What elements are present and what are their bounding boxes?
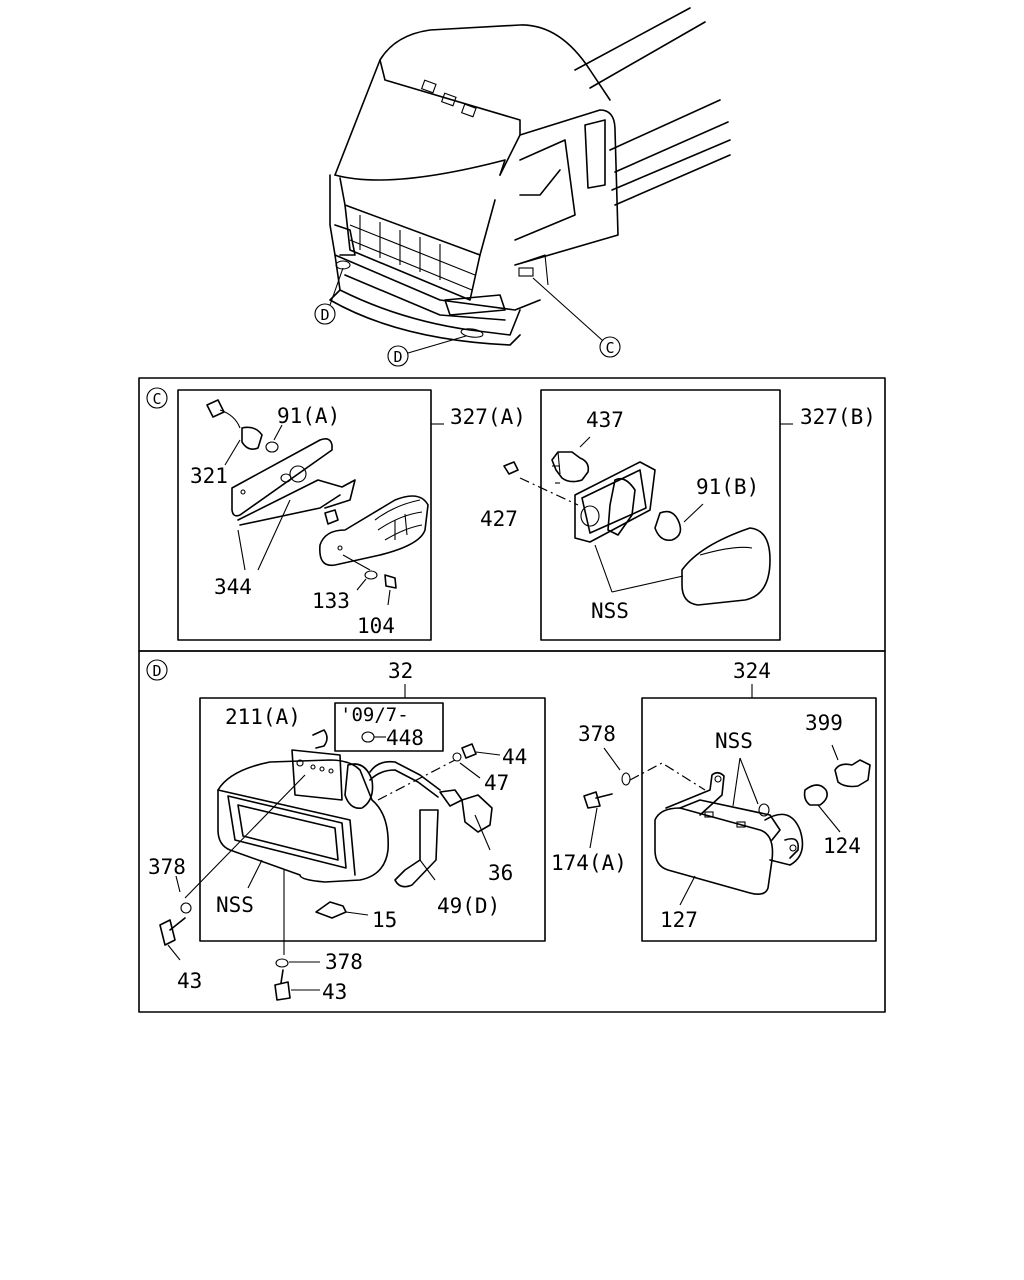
fog-lamp-right-illustration bbox=[583, 744, 871, 906]
label-378-bottom: 378 bbox=[325, 950, 363, 974]
fog-lamp-left-illustration bbox=[159, 729, 501, 1001]
truck-overview-illustration bbox=[329, 7, 731, 354]
label-327b: 327(B) bbox=[800, 405, 876, 429]
label-124: 124 bbox=[823, 834, 861, 858]
label-44: 44 bbox=[502, 745, 527, 769]
label-nss-d-right: NSS bbox=[715, 729, 753, 753]
label-32: 32 bbox=[388, 659, 413, 683]
label-211a: 211(A) bbox=[225, 705, 301, 729]
fog-lamp-right-box bbox=[641, 697, 877, 942]
label-437: 437 bbox=[586, 408, 624, 432]
callout-c-side: C bbox=[605, 339, 614, 357]
section-c-callout: C bbox=[152, 390, 161, 408]
label-47: 47 bbox=[484, 771, 509, 795]
side-turn-lamp-b-illustration bbox=[503, 436, 771, 606]
label-133: 133 bbox=[312, 589, 350, 613]
label-399: 399 bbox=[805, 711, 843, 735]
fog-lamp-left-box bbox=[199, 697, 546, 942]
label-378-right: 378 bbox=[578, 722, 616, 746]
label-324: 324 bbox=[733, 659, 771, 683]
label-378-left: 378 bbox=[148, 855, 186, 879]
date-note: '09/7- bbox=[340, 704, 409, 726]
label-127: 127 bbox=[660, 908, 698, 932]
label-427: 427 bbox=[480, 507, 518, 531]
callout-d-front: D bbox=[393, 348, 402, 366]
label-91b: 91(B) bbox=[696, 475, 759, 499]
callout-d-front-left: D bbox=[320, 306, 329, 324]
section-d-callout: D bbox=[152, 662, 161, 680]
label-321: 321 bbox=[190, 464, 228, 488]
label-15: 15 bbox=[372, 908, 397, 932]
date-note-box bbox=[334, 702, 444, 752]
label-91a: 91(A) bbox=[277, 404, 340, 428]
label-344: 344 bbox=[214, 575, 252, 599]
label-nss-d-left: NSS bbox=[216, 893, 254, 917]
label-104: 104 bbox=[357, 614, 395, 638]
side-turn-lamp-b-box bbox=[540, 389, 781, 641]
label-43-bottom: 43 bbox=[322, 980, 347, 1004]
section-d-frame bbox=[138, 650, 886, 1013]
label-43-left: 43 bbox=[177, 969, 202, 993]
side-turn-lamp-a-illustration bbox=[206, 399, 429, 606]
label-448: 448 bbox=[386, 726, 424, 750]
label-174a: 174(A) bbox=[551, 851, 627, 875]
label-327a: 327(A) bbox=[450, 405, 526, 429]
label-49d: 49(D) bbox=[437, 894, 500, 918]
side-turn-lamp-a-box bbox=[177, 389, 432, 641]
label-36: 36 bbox=[488, 861, 513, 885]
label-nss-c: NSS bbox=[591, 599, 629, 623]
